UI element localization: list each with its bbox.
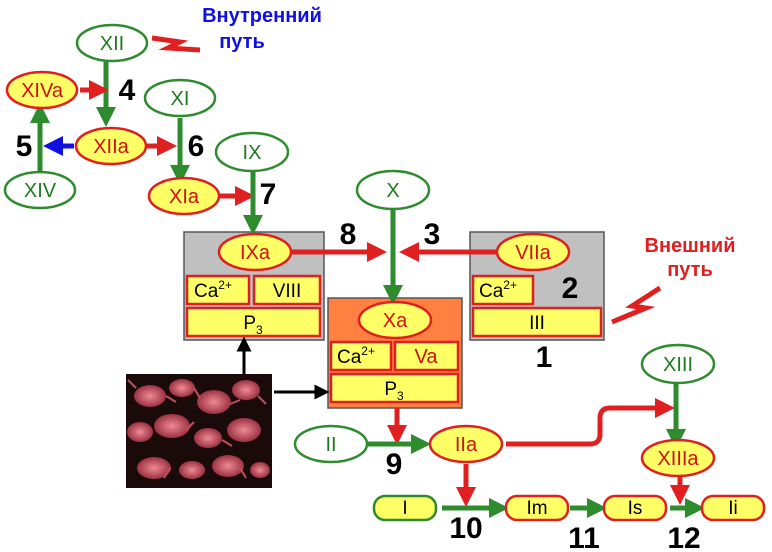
factor-xia-label: XIa (169, 186, 200, 208)
factor-xii-label: XII (100, 33, 124, 55)
step-number-4: 4 (119, 74, 136, 107)
step-number-12: 12 (667, 522, 700, 552)
tenase-ca-label: Ca2+ (194, 278, 232, 302)
tenase-cofactor-label: VIII (273, 281, 302, 302)
fibrin-is-node (602, 494, 668, 522)
extrinsic-label-line1: Внешний (645, 235, 736, 257)
fibrinogen-i-label: I (402, 498, 407, 519)
step-number-2: 2 (562, 272, 579, 305)
factor-ii-node (293, 424, 369, 464)
factor-xia-node (147, 176, 221, 216)
step-number-8: 8 (340, 218, 357, 251)
fibrin-is-label: Is (628, 498, 643, 519)
factor-x-node (355, 169, 431, 211)
factor-xiia-node (74, 126, 148, 166)
fibrinogen-i-node (372, 494, 438, 522)
tenase-cofactor-box (252, 274, 322, 306)
intrinsic-label-line1: Внутренний (202, 5, 322, 27)
factor-xiva-label: XIVa (21, 80, 64, 102)
tenase-p3-label: P3 (243, 313, 263, 337)
factor-ixa-label: IXa (240, 242, 271, 264)
factor-viia-node (495, 232, 571, 272)
extrinsic-ca-box (471, 274, 535, 306)
intrinsic-label-line2: путь (219, 31, 265, 53)
factor-xii-node (75, 23, 149, 63)
factor-xiv-node (3, 170, 77, 210)
factor-xiii-label: XIII (663, 354, 693, 376)
factor-xiv-label: XIV (24, 180, 57, 202)
factor-xiiia-label: XIIIa (657, 448, 699, 470)
factor-xa-label: Xa (383, 310, 408, 332)
step-number-7: 7 (260, 178, 277, 211)
fibrin-im-node (504, 494, 570, 522)
step-number-9: 9 (386, 448, 403, 481)
fibrin-ii-node (700, 494, 766, 522)
extrinsic-cofactor-label: III (529, 313, 545, 334)
prothrombinase-p3-box (329, 372, 460, 404)
fibrin-ii-label: Ii (728, 498, 738, 519)
arrow-iia-to-xiii (506, 398, 675, 447)
intrinsic-zigzag-icon (151, 35, 201, 53)
factor-xa-node (357, 300, 433, 340)
step-number-3: 3 (424, 218, 441, 251)
step-number-5: 5 (16, 130, 33, 163)
prothrombinase-cofactor-label: Va (415, 346, 439, 368)
step-number-6: 6 (188, 130, 205, 163)
extrinsic-label-line2: путь (667, 259, 713, 281)
factor-xiiia-node (640, 438, 716, 478)
step-number-11: 11 (568, 522, 600, 552)
prothrombinase-ca-label: Ca2+ (337, 344, 375, 368)
factor-iia-node (428, 424, 504, 464)
fibrin-im-label: Im (526, 498, 547, 519)
factor-ixa-node (217, 232, 293, 272)
extrinsic-ca-label: Ca2+ (479, 278, 517, 302)
platelets-photo (126, 374, 272, 488)
factor-x-label: X (386, 180, 399, 202)
factor-xi-node (143, 78, 217, 118)
factor-viia-label: VIIa (515, 242, 551, 264)
step-number-1: 1 (536, 341, 553, 374)
factor-ii-label: II (325, 434, 336, 456)
extrinsic-cofactor-box (471, 306, 603, 338)
factor-xiia-label: XIIa (93, 136, 129, 158)
tenase-p3-box (185, 306, 322, 338)
tenase-ca-box (185, 274, 251, 306)
step-number-10: 10 (449, 512, 482, 545)
prothrombinase-cofactor-box (393, 340, 460, 372)
factor-xi-label: XI (171, 88, 190, 110)
factor-ix-node (214, 131, 290, 173)
factor-iia-label: IIa (455, 434, 478, 456)
extrinsic-zigzag-icon (611, 285, 662, 325)
prothrombinase-ca-box (329, 340, 393, 372)
prothrombinase-p3-label: P3 (384, 379, 404, 403)
factor-xiva-node (5, 70, 79, 110)
factor-ix-label: IX (243, 142, 262, 164)
factor-xiii-node (640, 343, 716, 385)
